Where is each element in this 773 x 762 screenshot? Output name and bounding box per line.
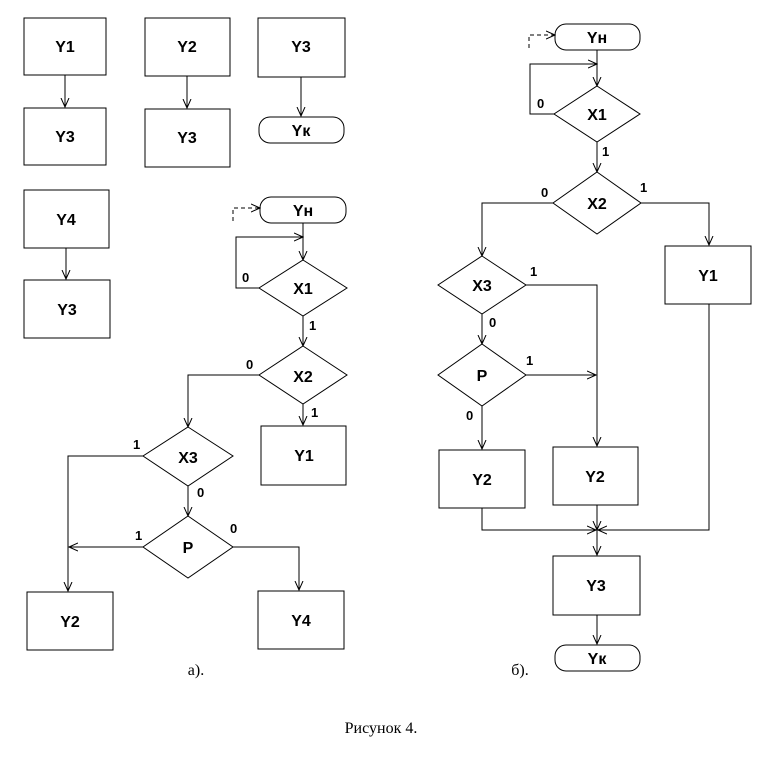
condition-x3-label: X3 xyxy=(178,450,198,467)
block-y3-label: Y3 xyxy=(57,302,77,319)
terminal-start-label: Yн xyxy=(293,203,313,220)
terminal-end xyxy=(258,116,345,144)
block-y2-label: Y2 xyxy=(585,469,605,486)
figure-caption: Рисунок 4. xyxy=(345,720,418,737)
block-y3 xyxy=(144,108,231,168)
condition-p xyxy=(142,515,234,579)
condition-x2 xyxy=(552,171,642,235)
fragment-y2-y3: Y2 Y3 xyxy=(144,17,231,168)
branch-label: 0 xyxy=(242,270,249,285)
branch-label: 1 xyxy=(602,144,609,159)
condition-p-label: P xyxy=(183,540,194,557)
fragment-y1-y3: Y1 Y3 xyxy=(23,17,107,166)
part-b-flowchart: Yн X1 0 1 X2 1 Y1 0 X3 1 0 P xyxy=(437,23,752,679)
part-a-caption: а). xyxy=(188,662,204,679)
block-y1 xyxy=(260,425,347,486)
condition-x1-label: X1 xyxy=(293,281,313,298)
branch-label: 0 xyxy=(541,185,548,200)
branch-label: 1 xyxy=(640,180,647,195)
block-y3-label: Y3 xyxy=(177,130,197,147)
branch-label: 0 xyxy=(466,408,473,423)
block-y2-label: Y2 xyxy=(472,472,492,489)
branch-label: 1 xyxy=(526,353,533,368)
block-y4-label: Y4 xyxy=(291,613,311,630)
branch-label: 0 xyxy=(537,96,544,111)
branch-label: 1 xyxy=(311,405,318,420)
terminal-end-label: Yк xyxy=(292,123,312,140)
block-y1-label: Y1 xyxy=(55,39,75,56)
branch-label: 0 xyxy=(246,357,253,372)
fragment-y4-y3: Y4 Y3 xyxy=(23,189,111,339)
part-b-caption: б). xyxy=(511,662,528,679)
block-y3 xyxy=(23,279,111,339)
branch-label: 1 xyxy=(309,318,316,333)
block-y4 xyxy=(23,189,110,249)
block-y1 xyxy=(664,245,752,305)
condition-x2-label: X2 xyxy=(293,369,313,386)
condition-x1-label: X1 xyxy=(587,107,607,124)
block-y3 xyxy=(552,555,641,616)
branch-label: 0 xyxy=(230,521,237,536)
condition-x3-label: X3 xyxy=(472,278,492,295)
block-y1-label: Y1 xyxy=(294,448,314,465)
branch-label: 1 xyxy=(135,528,142,543)
branch-label: 1 xyxy=(133,437,140,452)
block-y3-label: Y3 xyxy=(586,578,606,595)
block-y2-label: Y2 xyxy=(177,39,197,56)
block-y4 xyxy=(257,590,345,650)
block-y2-label: Y2 xyxy=(60,614,80,631)
terminal-end xyxy=(554,644,641,672)
block-y1 xyxy=(23,17,107,76)
block-y2 xyxy=(26,591,114,651)
branch-label: 0 xyxy=(489,315,496,330)
fragment-y3-yk: Y3 Yк xyxy=(257,17,346,144)
block-y2 xyxy=(552,446,639,506)
block-y3-label: Y3 xyxy=(291,39,311,56)
condition-p-label: P xyxy=(477,368,488,385)
branch-label: 1 xyxy=(530,264,537,279)
block-y3 xyxy=(23,107,107,166)
block-y3 xyxy=(257,17,346,78)
block-y3-label: Y3 xyxy=(55,129,75,146)
block-y2 xyxy=(438,449,526,509)
branch-label: 0 xyxy=(197,485,204,500)
condition-x2-label: X2 xyxy=(587,196,607,213)
terminal-end-label: Yк xyxy=(588,651,608,668)
terminal-start-label: Yн xyxy=(587,30,607,47)
block-y1-label: Y1 xyxy=(698,268,718,285)
part-a-flowchart: Yн X1 0 1 X2 1 Y1 0 X3 1 0 P xyxy=(26,196,348,679)
block-y4-label: Y4 xyxy=(56,212,76,229)
